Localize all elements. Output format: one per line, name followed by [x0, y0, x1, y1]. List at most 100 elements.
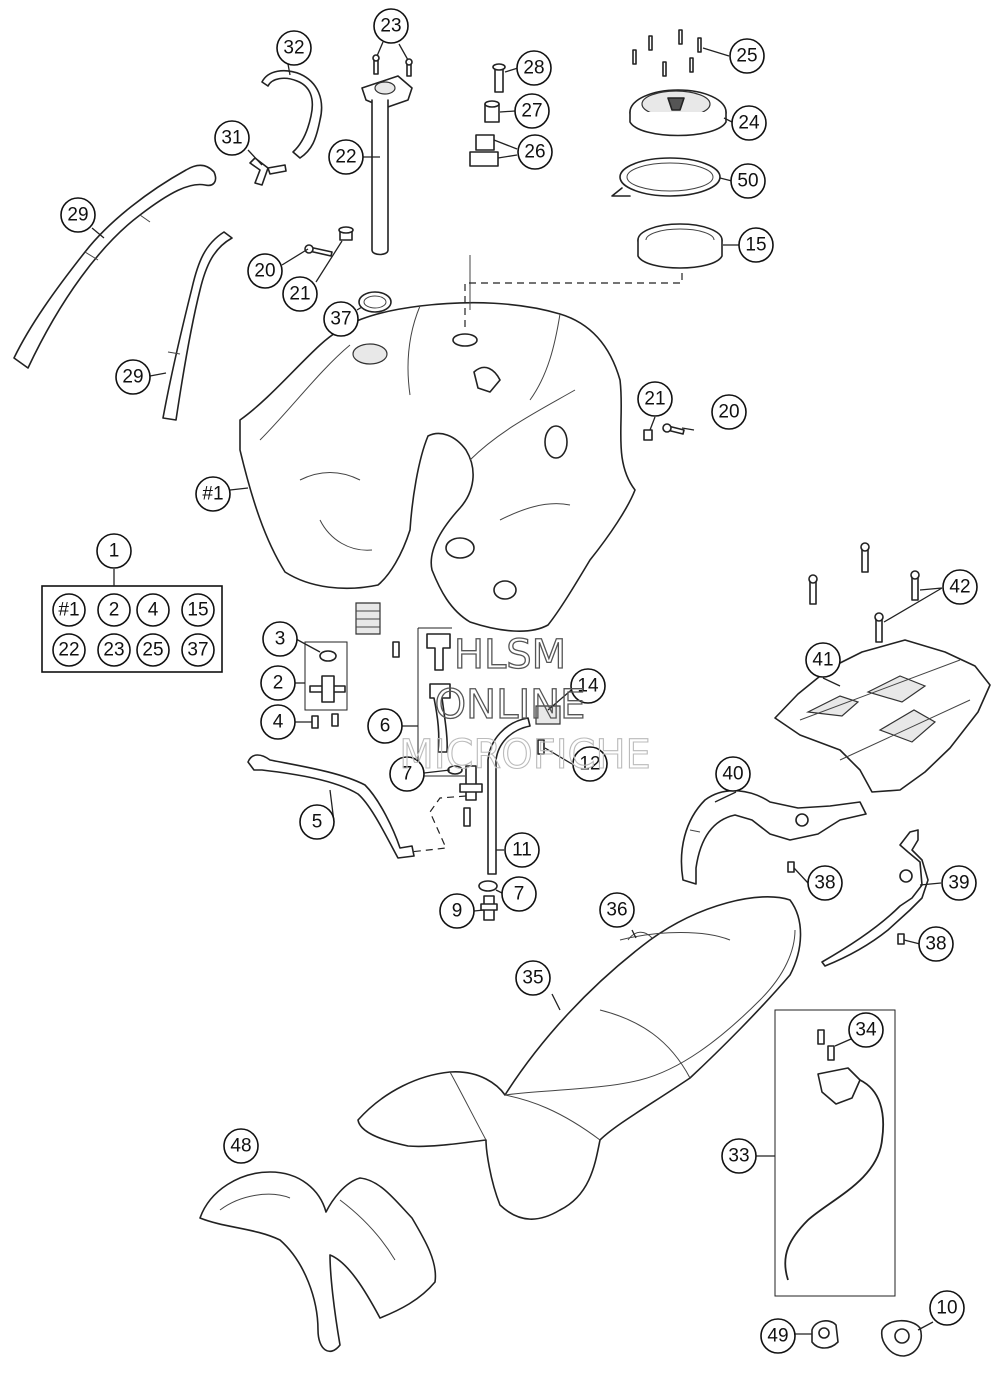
fuel-tank — [239, 255, 636, 632]
small-screw-near-buffer — [392, 641, 400, 658]
callout-number: 39 — [948, 873, 969, 894]
callout-number: 20 — [718, 402, 739, 423]
callout-number: 36 — [606, 900, 627, 921]
callout-33[interactable]: 33 — [721, 1138, 757, 1174]
nut-21-right — [643, 429, 653, 441]
callout-number: 25 — [736, 46, 757, 67]
callout-38[interactable]: 38 — [807, 865, 843, 901]
callout-7[interactable]: 7 — [389, 756, 425, 792]
kit-item-4[interactable]: 4 — [136, 593, 170, 627]
callout-number: 21 — [289, 284, 310, 305]
callout-34[interactable]: 34 — [848, 1012, 884, 1048]
callout-number: 7 — [514, 884, 525, 905]
spacer-27 — [484, 100, 500, 123]
kit-item-number: 22 — [58, 640, 79, 661]
callout-number: 33 — [728, 1146, 749, 1167]
callout-23[interactable]: 23 — [373, 8, 409, 44]
callout-6[interactable]: 6 — [367, 708, 403, 744]
callout-5[interactable]: 5 — [299, 804, 335, 840]
o-ring-37 — [358, 291, 392, 313]
callout-kit-label[interactable]: 1 — [96, 533, 132, 569]
callout-number: 2 — [273, 673, 284, 694]
callout-number: 48 — [230, 1136, 251, 1157]
callout-29[interactable]: 29 — [115, 359, 151, 395]
callout-35[interactable]: 35 — [515, 960, 551, 996]
watermark-line-1: HLSM — [454, 632, 566, 678]
callout-32[interactable]: 32 — [276, 30, 312, 66]
callout-number: 15 — [745, 235, 766, 256]
callout-number: #1 — [202, 484, 223, 505]
callout-number: 28 — [523, 58, 544, 79]
gasket-50 — [611, 157, 721, 197]
callout-number: 11 — [512, 840, 532, 861]
callout-number: 7 — [402, 764, 413, 785]
screws-4 — [311, 713, 339, 729]
callout-number: 42 — [949, 577, 970, 598]
fuel-valve-assembly — [304, 641, 348, 711]
callout-number: 29 — [67, 205, 88, 226]
screw-12 — [537, 739, 545, 755]
callout-number: 5 — [312, 812, 323, 833]
callout-21[interactable]: 21 — [282, 276, 318, 312]
callout-number: 21 — [644, 389, 665, 410]
kit-item-37[interactable]: 37 — [181, 633, 215, 667]
tube-11 — [487, 717, 531, 875]
callout-29[interactable]: 29 — [60, 197, 96, 233]
callout-36[interactable]: 36 — [599, 892, 635, 928]
callout-49[interactable]: 49 — [760, 1318, 796, 1354]
kit-item-hash-1[interactable]: #1 — [52, 593, 86, 627]
callout-number: 35 — [522, 968, 543, 989]
callout-number: 10 — [936, 1298, 957, 1319]
kit-item-number: 37 — [187, 640, 208, 661]
callout-4[interactable]: 4 — [260, 704, 296, 740]
callout-hash-1[interactable]: #1 — [195, 476, 231, 512]
callout-39[interactable]: 39 — [941, 865, 977, 901]
hose-route-line — [409, 795, 467, 853]
kit-item-15[interactable]: 15 — [181, 593, 215, 627]
callout-10[interactable]: 10 — [929, 1290, 965, 1326]
kit-item-22[interactable]: 22 — [52, 633, 86, 667]
callout-24[interactable]: 24 — [731, 105, 767, 141]
callout-number: 6 — [380, 716, 391, 737]
callout-37[interactable]: 37 — [323, 301, 359, 337]
callout-number: 38 — [925, 934, 946, 955]
callout-41[interactable]: 41 — [805, 642, 841, 678]
callout-3[interactable]: 3 — [262, 621, 298, 657]
kit-item-23[interactable]: 23 — [97, 633, 131, 667]
callout-26[interactable]: 26 — [517, 134, 553, 170]
nut-21-upper — [338, 226, 354, 241]
kit-item-2[interactable]: 2 — [97, 593, 131, 627]
callout-9[interactable]: 9 — [439, 893, 475, 929]
callout-20[interactable]: 20 — [247, 253, 283, 289]
callout-38[interactable]: 38 — [918, 926, 954, 962]
svg-text:1: 1 — [109, 541, 120, 562]
lock-10 — [880, 1319, 922, 1357]
breather-hose-32 — [261, 69, 323, 159]
callout-15[interactable]: 15 — [738, 227, 774, 263]
callout-50[interactable]: 50 — [730, 163, 766, 199]
kit-item-number: 23 — [103, 640, 124, 661]
callout-28[interactable]: 28 — [516, 50, 552, 86]
callout-27[interactable]: 27 — [514, 93, 550, 129]
callout-48[interactable]: 48 — [223, 1128, 259, 1164]
callout-20[interactable]: 20 — [711, 394, 747, 430]
grab-handle-40 — [680, 789, 867, 885]
callout-25[interactable]: 25 — [729, 38, 765, 74]
callout-11[interactable]: 11 — [504, 832, 540, 868]
callout-42[interactable]: 42 — [942, 569, 978, 605]
filler-tube-22 — [361, 75, 413, 256]
callout-40[interactable]: 40 — [715, 756, 751, 792]
callout-21[interactable]: 21 — [637, 381, 673, 417]
screw-20-right — [662, 423, 685, 435]
callout-22[interactable]: 22 — [328, 139, 364, 175]
grab-handle-39 — [821, 829, 929, 967]
callout-2[interactable]: 2 — [260, 665, 296, 701]
callout-14[interactable]: 14 — [570, 668, 606, 704]
callout-31[interactable]: 31 — [214, 120, 250, 156]
screw-38-upper — [787, 861, 795, 873]
callout-number: 49 — [767, 1326, 788, 1347]
callout-12[interactable]: 12 — [572, 746, 608, 782]
kit-item-25[interactable]: 25 — [136, 633, 170, 667]
callout-number: 14 — [577, 676, 599, 697]
callout-7[interactable]: 7 — [501, 876, 537, 912]
